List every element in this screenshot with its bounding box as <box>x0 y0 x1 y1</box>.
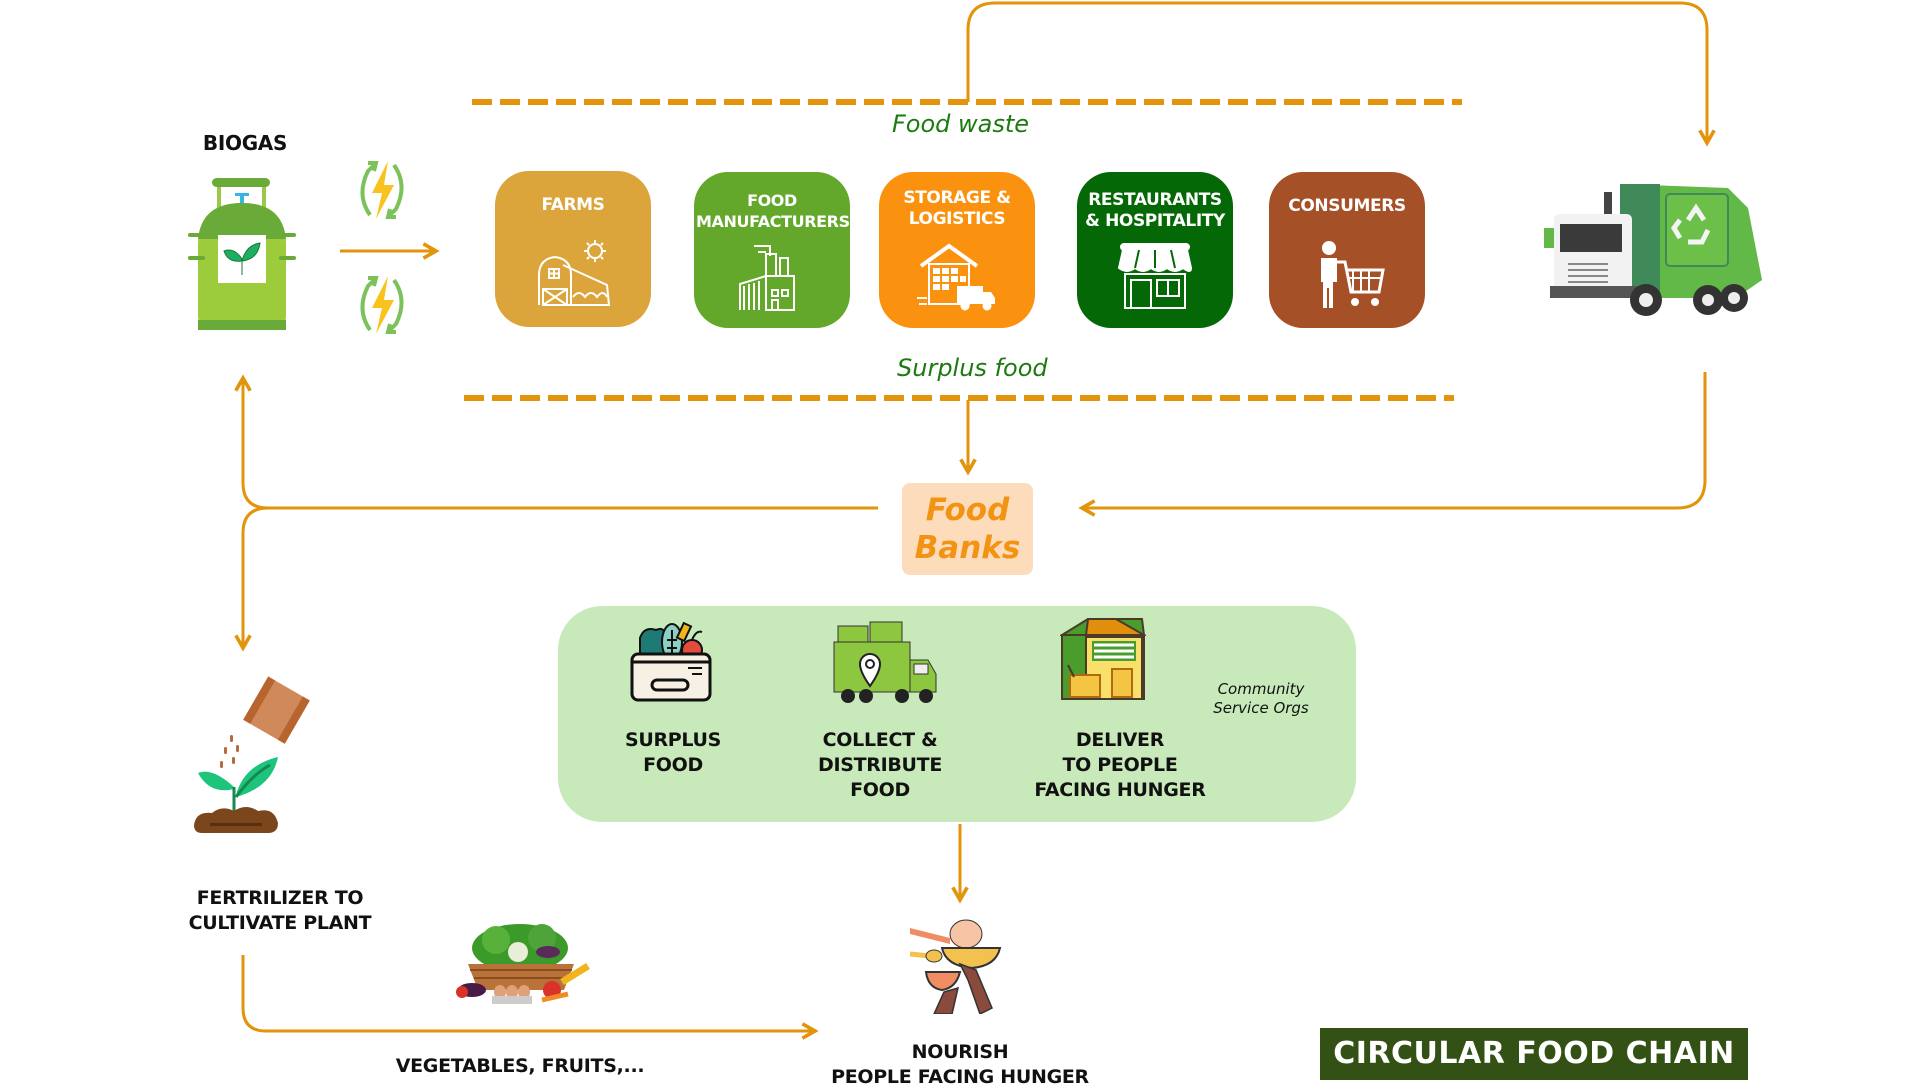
renewable-energy-icon <box>360 161 404 219</box>
step-line: DISTRIBUTE <box>817 754 943 776</box>
warehouse-icon <box>1060 618 1146 700</box>
barn-icon <box>538 240 611 306</box>
diagram-title: CIRCULAR FOOD CHAIN <box>1320 1028 1748 1080</box>
renewable-energy-icon <box>360 276 404 334</box>
step-collect-distribute: COLLECT & DISTRIBUTE FOOD <box>800 728 960 803</box>
step-deliver: DELIVER TO PEOPLE FACING HUNGER <box>1010 728 1230 803</box>
vegetables-fruits-label: VEGETABLES, FRUITS,... <box>395 1055 645 1077</box>
vegetable-basket-icon <box>456 924 590 1004</box>
step-line: TO PEOPLE <box>1062 754 1178 776</box>
nourish-label: NOURISH PEOPLE FACING HUNGER <box>820 1040 1100 1090</box>
community-service-orgs-note: Community Service Orgs <box>1196 680 1326 718</box>
surplus-food-label: Surplus food <box>897 354 1048 382</box>
fertilizer-line: CULTIVATE PLANT <box>188 912 372 934</box>
note-line: Community <box>1217 680 1305 698</box>
step-surplus-food: SURPLUS FOOD <box>603 728 743 778</box>
fertilizer-line: FERTRILIZER TO <box>196 887 364 909</box>
food-waste-label: Food waste <box>892 110 1030 138</box>
biogas-tank-icon <box>188 178 296 330</box>
stage-restaurants-hospitality: RESTAURANTS & HOSPITALITY <box>1077 172 1233 328</box>
note-line: Service Orgs <box>1213 699 1309 717</box>
food-waste-to-truck-arrow <box>966 1 1716 147</box>
stage-label: FOOD MANUFACTURERS <box>696 191 850 231</box>
stage-storage-logistics: STORAGE & LOGISTICS <box>879 172 1035 328</box>
food-banks-to-fertilizer-arrow <box>234 506 269 652</box>
garbage-truck-icon <box>1544 184 1762 316</box>
nourish-line: PEOPLE FACING HUNGER <box>831 1066 1089 1088</box>
step-line: FOOD <box>643 754 703 776</box>
food-banks-box: Food Banks <box>902 483 1033 575</box>
stage-label: CONSUMERS <box>1288 196 1406 216</box>
factory-icon <box>739 245 795 311</box>
food-banks-line2: Banks <box>914 530 1021 566</box>
step-line: COLLECT & <box>822 729 938 751</box>
food-banks-to-biogas-arrow <box>234 374 878 510</box>
nourish-line: NOURISH <box>911 1041 1009 1063</box>
warehouse-truck-icon <box>917 243 995 311</box>
step-line: FOOD <box>850 779 910 801</box>
storefront-icon <box>1117 243 1193 309</box>
step-line: FACING HUNGER <box>1034 779 1206 801</box>
stage-label: FARMS <box>541 195 605 215</box>
nourish-hands-bowl-icon <box>910 919 1002 1014</box>
stage-farms: FARMS <box>495 171 651 327</box>
stage-food-manufacturers: FOOD MANUFACTURERS <box>694 172 850 328</box>
stage-label: STORAGE & LOGISTICS <box>903 188 1011 229</box>
fertilizer-label: FERTRILIZER TO CULTIVATE PLANT <box>170 886 390 936</box>
delivery-truck-icon <box>833 621 937 703</box>
shopper-cart-icon <box>1321 241 1385 308</box>
food-banks-line1: Food <box>925 492 1010 528</box>
biogas-label: BIOGAS <box>202 131 288 155</box>
truck-to-food-banks-arrow <box>1078 372 1707 517</box>
surplus-food-box-icon <box>630 621 712 702</box>
step-line: DELIVER <box>1075 729 1165 751</box>
stage-label: RESTAURANTS & HOSPITALITY <box>1085 190 1225 231</box>
fertilizer-plant-icon <box>194 676 310 833</box>
step-line: SURPLUS <box>624 729 722 751</box>
stage-consumers: CONSUMERS <box>1269 172 1425 328</box>
